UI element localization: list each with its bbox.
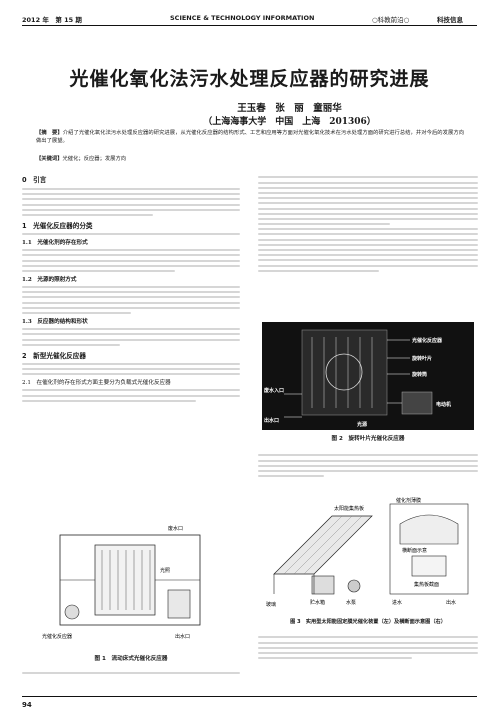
issue-info: 2012 年 第 15 期 [22,16,82,24]
section-1-3-heading: 1.3 反应器的结构和形状 [22,319,88,326]
fig3-label-outlet: 出水 [446,599,456,606]
fig1-pump [64,604,80,620]
fig2-label-inlet: 废水入口 [264,387,284,394]
fig3-plate [411,555,447,577]
fig2-label-reactor: 光催化反应器 [411,337,443,344]
fig3-label-film: 催化剂薄膜 [396,497,421,504]
fig1-label-outlet: 出水口 [175,633,190,640]
fig2-label-lamp: 光源 [356,421,367,428]
fig3-label-inlet: 进水 [392,599,402,606]
left-column: 0 引言 1 光催化反应器的分类 1.1 光催化剂的存在形式 1.2 光源的照射… [22,174,240,405]
fig3-label-collector: 太阳能集热板 [334,505,364,512]
fig2-reactor [301,329,388,416]
footer-rule [22,696,477,697]
section-2-heading: 2 新型光催化反应器 [22,351,86,360]
abstract-label: 【摘 要】 [36,130,63,136]
fig1-label-pump: 废水口 [168,525,183,532]
section-0-heading: 0 引言 [22,176,47,184]
keywords-text: 光催化；反应器；发展方向 [62,156,127,162]
figure-2-caption: 图 2 旋转叶片光催化反应器 [331,436,405,442]
section-1-1-heading: 1.1 光催化剂的存在形式 [22,240,88,247]
header-rule [22,25,477,26]
fig1-reactor [94,544,156,616]
figure-1-caption: 图 1 流动床式光催化反应器 [94,656,168,662]
section-tag: 科技信息 [437,16,463,24]
abstract: 【摘 要】介绍了光催化氧化法污水处理反应器的研究进展，从光催化反应器的结构形式、… [36,130,464,145]
fig1-label-lamp: 光照 [160,567,170,574]
figure-2-diagram: 光催化反应器 旋转叶片 旋转筒 废水入口 出水口 电动机 光源 [262,322,474,430]
fig2-label-outlet: 出水口 [264,417,279,424]
right-column [258,174,478,275]
figure-3-caption: 图 3 实用型太阳能固定膜光催化装置（左）及横断面示意图（右） [290,619,446,625]
fig2-label-motor: 电动机 [436,401,451,408]
publisher-tag: ○科教前沿○ [372,16,410,24]
article-affiliation: （上海海事大学 中国 上海 201306） [203,117,376,127]
fig3-label-glass: 玻璃 [266,601,276,608]
fig2-motor [401,391,433,415]
figure-1-diagram: 废水口 光照 光催化反应器 出水口 [42,525,201,640]
fig3-label-tank: 贮水箱 [310,599,325,606]
journal-name: SCIENCE & TECHNOLOGY INFORMATION [170,14,315,22]
article-authors: 王玉春 张 丽 童丽华 [237,103,342,114]
fig3-label-section: 横断面示意 [402,547,427,554]
section-2-1-heading: 2.1 在催化剂的存在形式方面主要分为负载式光催化反应器 [22,380,171,387]
fig3-label-plate: 集热板截面 [414,581,439,588]
fig2-label-blade: 旋转叶片 [411,355,432,362]
fig2-label-drum: 旋转筒 [411,371,427,378]
fig3-pump [347,579,361,593]
section-1-2-heading: 1.2 光源的照射方式 [22,277,77,284]
figure-3-diagram: 太阳能集热板 玻璃 水泵 贮水箱 催化剂薄膜 横断面示意 集热板截面 进水 出水 [266,497,469,608]
keywords-label: 【关键词】 [36,156,63,162]
abstract-text: 介绍了光催化氧化法污水处理反应器的研究进展，从光催化反应器的结构形式、工艺和应用… [36,130,464,144]
fig3-label-pump: 水泵 [346,599,356,606]
page-number: 94 [22,701,32,709]
fig3-section [399,514,459,545]
section-1-heading: 1 光催化反应器的分类 [22,221,93,230]
fig1-label-reactor: 光催化反应器 [42,633,72,640]
fig3-tank [311,575,335,595]
article-title: 光催化氧化法污水处理反应器的研究进展 [69,68,430,90]
keywords: 【关键词】光催化；反应器；发展方向 [36,156,464,164]
fig2-drum [325,353,363,391]
